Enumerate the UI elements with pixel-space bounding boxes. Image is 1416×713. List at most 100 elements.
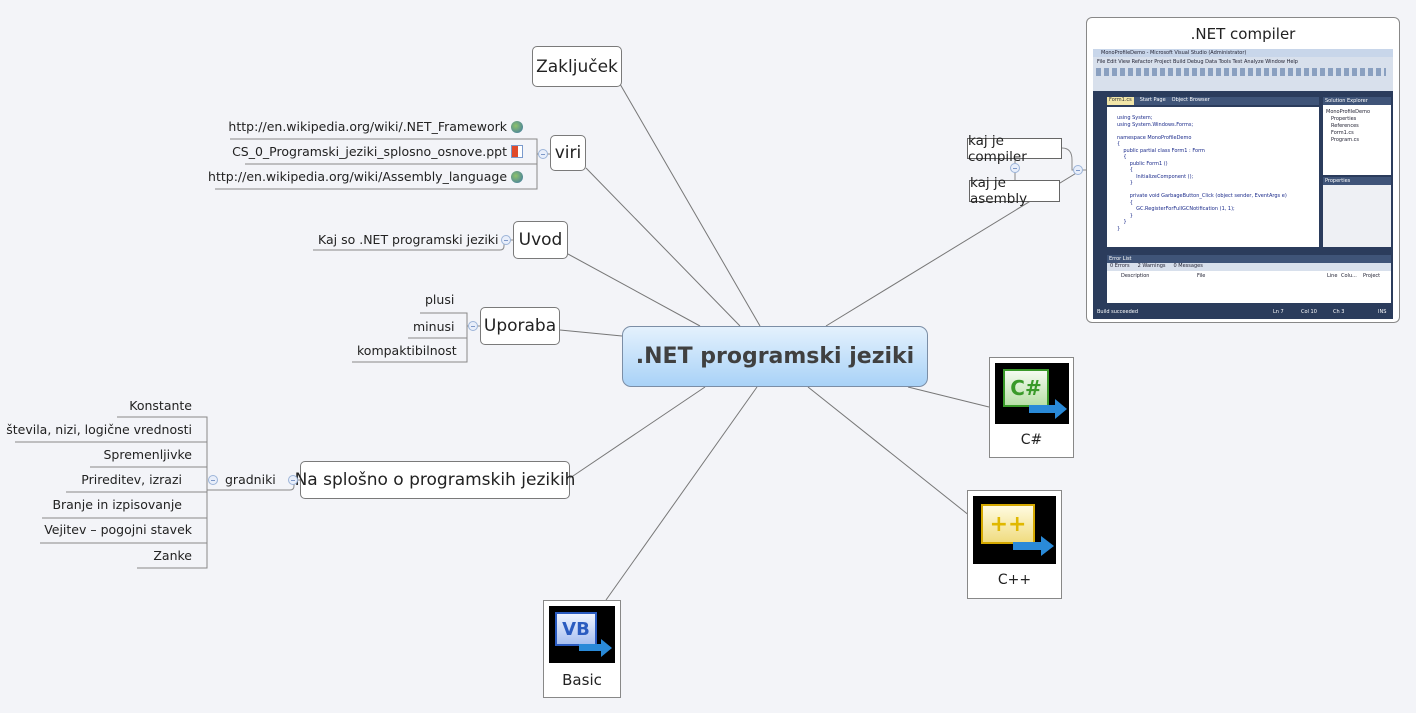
vs-status: INS xyxy=(1378,309,1387,315)
subtopic[interactable]: Konstante xyxy=(129,398,192,413)
subtopic[interactable]: Branje in izpisovanje xyxy=(52,497,182,512)
topic-csharp[interactable]: C# C# xyxy=(989,357,1074,458)
subtopic-kaj-je-asembly[interactable]: kaj je asembly xyxy=(969,175,1060,207)
globe-icon xyxy=(511,171,523,183)
vs-menu: File Edit View Refactor Project Build De… xyxy=(1097,59,1298,65)
code-line: public partial class Form1 : Form xyxy=(1117,147,1205,154)
code-line: } xyxy=(1117,225,1121,232)
csharp-icon: C# xyxy=(995,363,1069,424)
code-line: namespace MonoProfileDemo xyxy=(1117,134,1192,141)
code-line: } xyxy=(1117,212,1133,219)
vs-column: File xyxy=(1197,273,1206,279)
code-line: private void GarbageButton_Click (object… xyxy=(1117,193,1287,199)
subtopic[interactable]: števila, nizi, logične vrednosti xyxy=(6,422,192,437)
topic-zakljucek[interactable]: Zaključek xyxy=(532,46,622,87)
subtopic[interactable]: Kaj so .NET programski jeziki xyxy=(318,232,499,247)
code-line: GC.RegisterForFullGCNotification (1, 1); xyxy=(1117,206,1235,212)
vs-tab: Object Browser xyxy=(1171,97,1210,103)
vs-error-tab: 2 Warnings xyxy=(1137,263,1166,269)
solution-item: Program.cs xyxy=(1331,137,1360,143)
link-label: http://en.wikipedia.org/wiki/.NET_Framew… xyxy=(228,119,508,134)
subtopic[interactable]: Zanke xyxy=(153,548,192,563)
line-cpp xyxy=(807,386,976,521)
topic-label: kaj je asembly xyxy=(970,175,1028,207)
central-topic[interactable]: .NET programski jeziki xyxy=(622,326,928,387)
topic-label: viri xyxy=(554,143,582,163)
code-line: InitializeComponent (); xyxy=(1117,173,1194,180)
collapse-toggle[interactable] xyxy=(468,321,478,331)
vs-panel-title: Solution Explorer xyxy=(1325,98,1368,104)
topic-label: C# xyxy=(1020,432,1043,448)
collapse-toggle[interactable] xyxy=(288,475,298,485)
vs-panel-title: Properties xyxy=(1325,178,1351,184)
code-line: using System; xyxy=(1117,115,1153,121)
topic-net-compiler[interactable]: .NET compiler MonoProfileDemo - Microsof… xyxy=(1086,17,1400,323)
topic-viri[interactable]: viri xyxy=(550,135,586,171)
link-assembly-language[interactable]: http://en.wikipedia.org/wiki/Assembly_la… xyxy=(208,169,523,184)
topic-label: Na splošno o programskih jezikih xyxy=(294,470,576,490)
subtopic-kaj-je-compiler[interactable]: kaj je compiler xyxy=(967,133,1062,165)
vs-code-editor: using System;using System.Windows.Forms;… xyxy=(1107,107,1319,247)
subtopic[interactable]: Prireditev, izrazi xyxy=(81,472,182,487)
visual-studio-screenshot: MonoProfileDemo - Microsoft Visual Studi… xyxy=(1093,49,1393,319)
code-line: using System.Windows.Forms; xyxy=(1117,121,1194,128)
line-splosno xyxy=(569,386,706,479)
vs-status: Ln 7 xyxy=(1273,309,1284,315)
line-viri xyxy=(585,167,741,327)
subtopic[interactable]: Spremenljivke xyxy=(103,447,192,462)
topic-label: C++ xyxy=(997,572,1032,588)
topic-uvod[interactable]: Uvod xyxy=(513,221,568,259)
collapse-toggle[interactable] xyxy=(501,235,511,245)
vs-status: Col 10 xyxy=(1301,309,1317,315)
link-label: http://en.wikipedia.org/wiki/Assembly_la… xyxy=(208,169,508,184)
vs-title: MonoProfileDemo - Microsoft Visual Studi… xyxy=(1101,50,1247,56)
code-line: { xyxy=(1117,154,1127,160)
visual-basic-icon: VB xyxy=(549,606,615,663)
solution-item: Properties xyxy=(1331,116,1357,122)
collapse-toggle[interactable] xyxy=(208,475,218,485)
code-line: { xyxy=(1117,199,1133,206)
link-net-framework[interactable]: http://en.wikipedia.org/wiki/.NET_Framew… xyxy=(228,119,523,134)
vs-column: Line xyxy=(1327,273,1338,279)
solution-item: Form1.cs xyxy=(1331,130,1354,136)
attachment-ppt[interactable]: CS_0_Programski_jeziki_splosno_osnove.pp… xyxy=(232,144,523,159)
topic-uporaba[interactable]: Uporaba xyxy=(480,307,560,345)
vs-status: Build succeeded xyxy=(1097,309,1138,315)
subtopic[interactable]: minusi xyxy=(413,319,455,334)
code-line: } xyxy=(1117,219,1127,225)
line-basic xyxy=(605,386,758,601)
topic-label: Uporaba xyxy=(483,316,557,336)
vs-tab: Form1.cs xyxy=(1107,97,1134,105)
vs-error-tab: 0 Messages xyxy=(1173,263,1203,269)
collapse-toggle[interactable] xyxy=(538,149,548,159)
solution-item: MonoProfileDemo xyxy=(1326,109,1371,115)
code-line: { xyxy=(1117,141,1121,147)
topic-label: Zaključek xyxy=(536,56,618,77)
subtopic[interactable]: kompaktibilnost xyxy=(357,343,457,358)
line-zakljucek xyxy=(619,83,761,327)
code-line: } xyxy=(1117,180,1133,186)
line-csharp xyxy=(907,386,990,408)
central-topic-label: .NET programski jeziki xyxy=(635,344,915,369)
collapse-toggle[interactable] xyxy=(1073,165,1083,175)
collapse-toggle[interactable] xyxy=(1010,163,1020,173)
link-label: CS_0_Programski_jeziki_splosno_osnove.pp… xyxy=(232,144,508,159)
topic-cpp[interactable]: ++ C++ xyxy=(967,490,1062,599)
subtopic[interactable]: plusi xyxy=(425,292,455,307)
vs-column: Description xyxy=(1121,273,1150,279)
topic-basic[interactable]: VB Basic xyxy=(543,600,621,698)
subtopic[interactable]: Vejitev – pogojni stavek xyxy=(44,522,192,537)
vs-column: Colu... xyxy=(1341,273,1357,279)
vs-status: Ch 3 xyxy=(1333,309,1345,315)
line-uporaba xyxy=(559,329,623,337)
code-line: { xyxy=(1117,167,1133,173)
vs-tab: Start Page xyxy=(1139,97,1166,103)
solution-item: References xyxy=(1331,123,1359,129)
topic-na-splosno[interactable]: Na splošno o programskih jezikih xyxy=(295,461,575,499)
powerpoint-file-icon xyxy=(511,145,523,158)
vs-error-tab: 0 Errors xyxy=(1110,263,1130,269)
topic-label: Basic xyxy=(562,671,602,689)
subtopic-gradniki[interactable]: gradniki xyxy=(225,472,276,487)
globe-icon xyxy=(511,121,523,133)
topic-label: kaj je compiler xyxy=(968,132,1027,165)
